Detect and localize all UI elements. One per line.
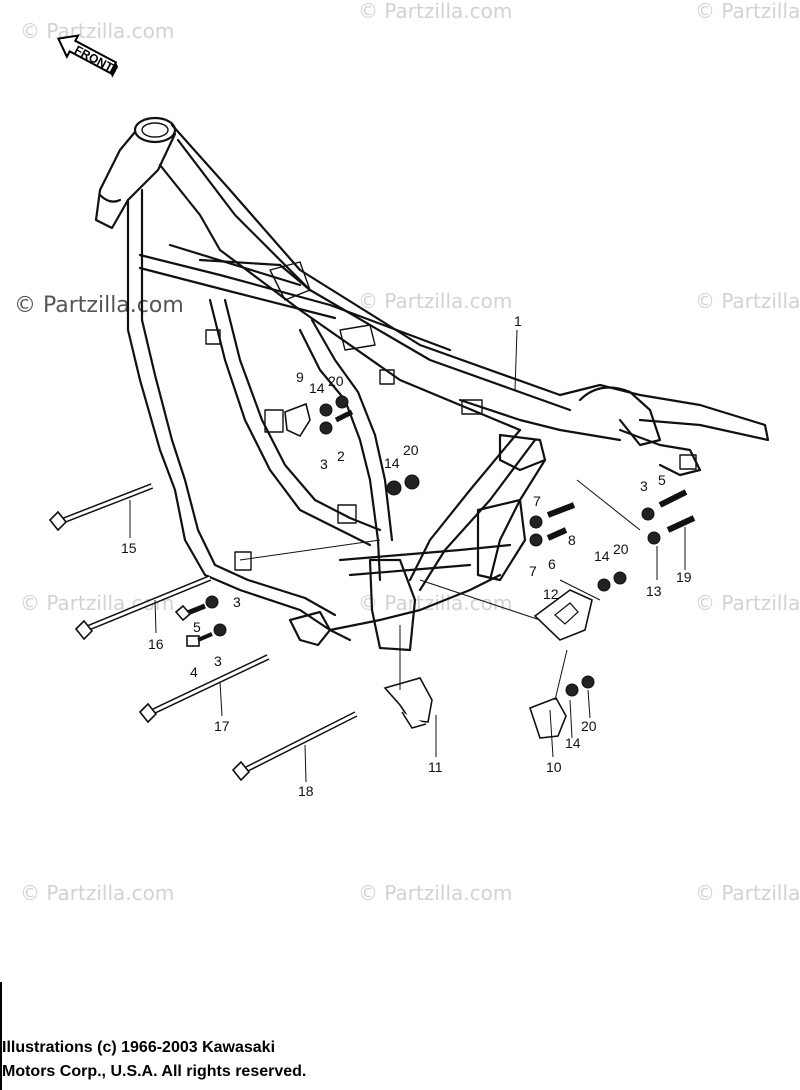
watermark-text: © Partzilla.com bbox=[358, 289, 512, 313]
washer-3-icon bbox=[319, 421, 333, 435]
leader-lines bbox=[129, 329, 686, 783]
hardware-parts bbox=[48, 395, 696, 782]
front-label: FRONT bbox=[72, 43, 116, 75]
callout-number: 3 bbox=[233, 594, 241, 610]
nut-20-icon bbox=[335, 395, 349, 409]
copyright-line-1: Illustrations (c) 1966-2003 Kawasaki bbox=[2, 1039, 276, 1056]
bolt-8-icon bbox=[546, 502, 576, 518]
callout-number: 6 bbox=[548, 556, 556, 572]
nut-14-icon bbox=[597, 578, 611, 592]
callout-number: 20 bbox=[403, 442, 419, 458]
bolt-16-icon bbox=[74, 575, 212, 641]
bolt-5-icon bbox=[174, 603, 206, 622]
watermark-text: © Partzilla.com bbox=[20, 19, 174, 43]
callout-number: 14 bbox=[565, 735, 581, 751]
bracket-11-icon bbox=[383, 677, 433, 723]
callout-number: 12 bbox=[543, 586, 559, 602]
callout-number: 5 bbox=[193, 619, 201, 635]
nut-14-icon bbox=[386, 480, 402, 496]
watermark-text: © Partzilla.com bbox=[695, 591, 800, 615]
callout-number: 14 bbox=[384, 455, 400, 471]
callout-number: 7 bbox=[529, 563, 537, 579]
nut-20-icon bbox=[404, 474, 420, 490]
left-margin-rule bbox=[0, 982, 2, 1090]
callout-number: 5 bbox=[658, 472, 666, 488]
washer-13-icon bbox=[647, 531, 661, 545]
bolt-6-icon bbox=[546, 527, 568, 541]
bracket-10-icon bbox=[528, 697, 567, 739]
copyright-line-2: Motors Corp., U.S.A. All rights reserved… bbox=[2, 1063, 307, 1080]
callout-number: 14 bbox=[594, 548, 610, 564]
watermark-layer: © Partzilla.com © Partzilla.com © Partzi… bbox=[14, 0, 800, 905]
callout-number: 11 bbox=[428, 759, 443, 775]
callout-number: 18 bbox=[298, 783, 314, 799]
bolt-5-icon bbox=[658, 489, 688, 508]
callout-number: 20 bbox=[328, 373, 344, 389]
watermark-text: © Partzilla.com bbox=[20, 881, 174, 905]
callout-number: 2 bbox=[337, 448, 345, 464]
callout-number: 17 bbox=[214, 718, 230, 734]
callout-number: 15 bbox=[121, 540, 137, 556]
motorcycle-frame bbox=[94, 116, 770, 652]
callout-number: 10 bbox=[546, 759, 562, 775]
callout-number: 4 bbox=[190, 664, 198, 680]
callout-number: 9 bbox=[296, 369, 304, 385]
callout-number: 1 bbox=[514, 313, 522, 329]
callout-number: 3 bbox=[214, 653, 222, 669]
watermark-text: © Partzilla.com bbox=[695, 0, 800, 23]
nut-14-icon bbox=[565, 683, 579, 697]
bolt-4-icon bbox=[186, 632, 213, 647]
callout-number: 20 bbox=[581, 718, 597, 734]
washer-3-icon bbox=[205, 595, 219, 609]
bolt-15-icon bbox=[48, 483, 154, 532]
washer-3-icon bbox=[641, 507, 655, 521]
watermark-prominent: © Partzilla.com bbox=[14, 293, 184, 318]
callout-number: 8 bbox=[568, 532, 576, 548]
callout-number: 19 bbox=[676, 569, 692, 585]
bolt-2-icon bbox=[334, 409, 354, 423]
nut-20-icon bbox=[613, 571, 627, 585]
watermark-text: © Partzilla.com bbox=[695, 881, 800, 905]
watermark-text: © Partzilla.com bbox=[358, 881, 512, 905]
copyright-notice: Illustrations (c) 1966-2003 Kawasaki Mot… bbox=[2, 1036, 422, 1084]
callout-number: 16 bbox=[148, 636, 164, 652]
callout-number: 13 bbox=[646, 583, 662, 599]
bolt-18-icon bbox=[231, 711, 358, 782]
callout-number: 14 bbox=[309, 380, 325, 396]
nut-14-icon bbox=[319, 403, 333, 417]
callout-number: 20 bbox=[613, 541, 629, 557]
watermark-text: © Partzilla.com bbox=[358, 0, 512, 23]
bracket-9-icon bbox=[284, 402, 311, 438]
bolt-17-icon bbox=[138, 654, 270, 724]
watermark-text: © Partzilla.com bbox=[695, 289, 800, 313]
washer-7-icon bbox=[529, 533, 543, 547]
bolt-19-icon bbox=[666, 515, 696, 533]
washer-7-icon bbox=[529, 515, 543, 529]
nut-20-icon bbox=[581, 675, 595, 689]
washer-3-icon bbox=[213, 623, 227, 637]
callout-number: 7 bbox=[533, 493, 541, 509]
callout-number: 3 bbox=[320, 456, 328, 472]
callout-labels: 1 9 14 20 3 2 20 14 15 16 3 5 4 3 17 18 … bbox=[121, 313, 692, 799]
callout-number: 3 bbox=[640, 478, 648, 494]
